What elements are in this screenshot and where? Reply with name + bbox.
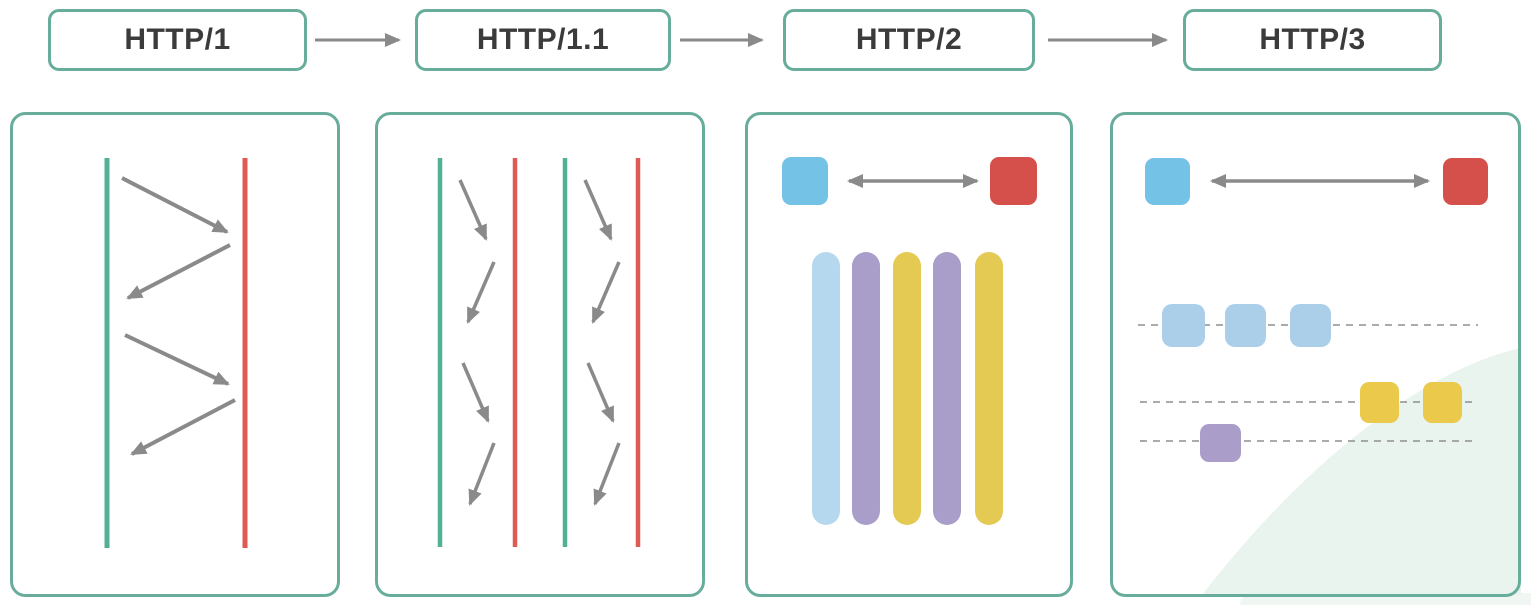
stream-bar-2	[852, 252, 880, 525]
stage-box-http1: HTTP/1	[48, 9, 307, 71]
client-node	[1145, 158, 1190, 205]
panel-http3	[1110, 112, 1521, 597]
response-arrow-2	[130, 398, 236, 456]
arrow-http11-to-http2	[680, 33, 764, 47]
stage-box-http11: HTTP/1.1	[415, 9, 671, 71]
panel-http11	[375, 112, 705, 597]
conn-a-arrow-1	[458, 179, 488, 241]
server-node	[1443, 158, 1488, 205]
client-node	[782, 157, 828, 205]
conn-a-arrow-4	[468, 442, 496, 506]
stream-bar-5	[975, 252, 1003, 525]
stream-bar-4	[933, 252, 961, 525]
packet-yellow-1	[1360, 382, 1399, 423]
conn-a-arrow-3	[461, 362, 490, 423]
panel-http2	[745, 112, 1073, 597]
packet-blue-3	[1290, 304, 1331, 347]
packet-blue-1	[1162, 304, 1205, 347]
stage-label-http11: HTTP/1.1	[476, 23, 610, 56]
stage-label-http2: HTTP/2	[855, 23, 963, 56]
stage-label-http1: HTTP/1	[124, 23, 231, 56]
response-arrow-1	[126, 243, 231, 300]
panel-http1	[10, 112, 340, 597]
arrow-http2-to-http3	[1048, 33, 1168, 47]
arrow-http1-to-http11	[315, 33, 401, 47]
server-node	[990, 157, 1037, 205]
stage-label-http3: HTTP/3	[1259, 23, 1366, 56]
stream-bar-1	[812, 252, 840, 525]
conn-b-arrow-4	[593, 442, 621, 506]
conn-a-arrow-2	[466, 261, 496, 324]
stage-box-http2: HTTP/2	[783, 9, 1035, 71]
conn-b-arrow-1	[583, 179, 613, 241]
packet-purple-1	[1200, 424, 1241, 462]
stage-box-http3: HTTP/3	[1183, 9, 1442, 71]
request-arrow-1	[121, 176, 229, 234]
conn-b-arrow-2	[591, 261, 621, 324]
packet-yellow-2	[1423, 382, 1462, 423]
packet-blue-2	[1225, 304, 1266, 347]
conn-b-arrow-3	[586, 362, 615, 423]
request-arrow-2	[124, 333, 230, 386]
stream-bar-3	[893, 252, 921, 525]
